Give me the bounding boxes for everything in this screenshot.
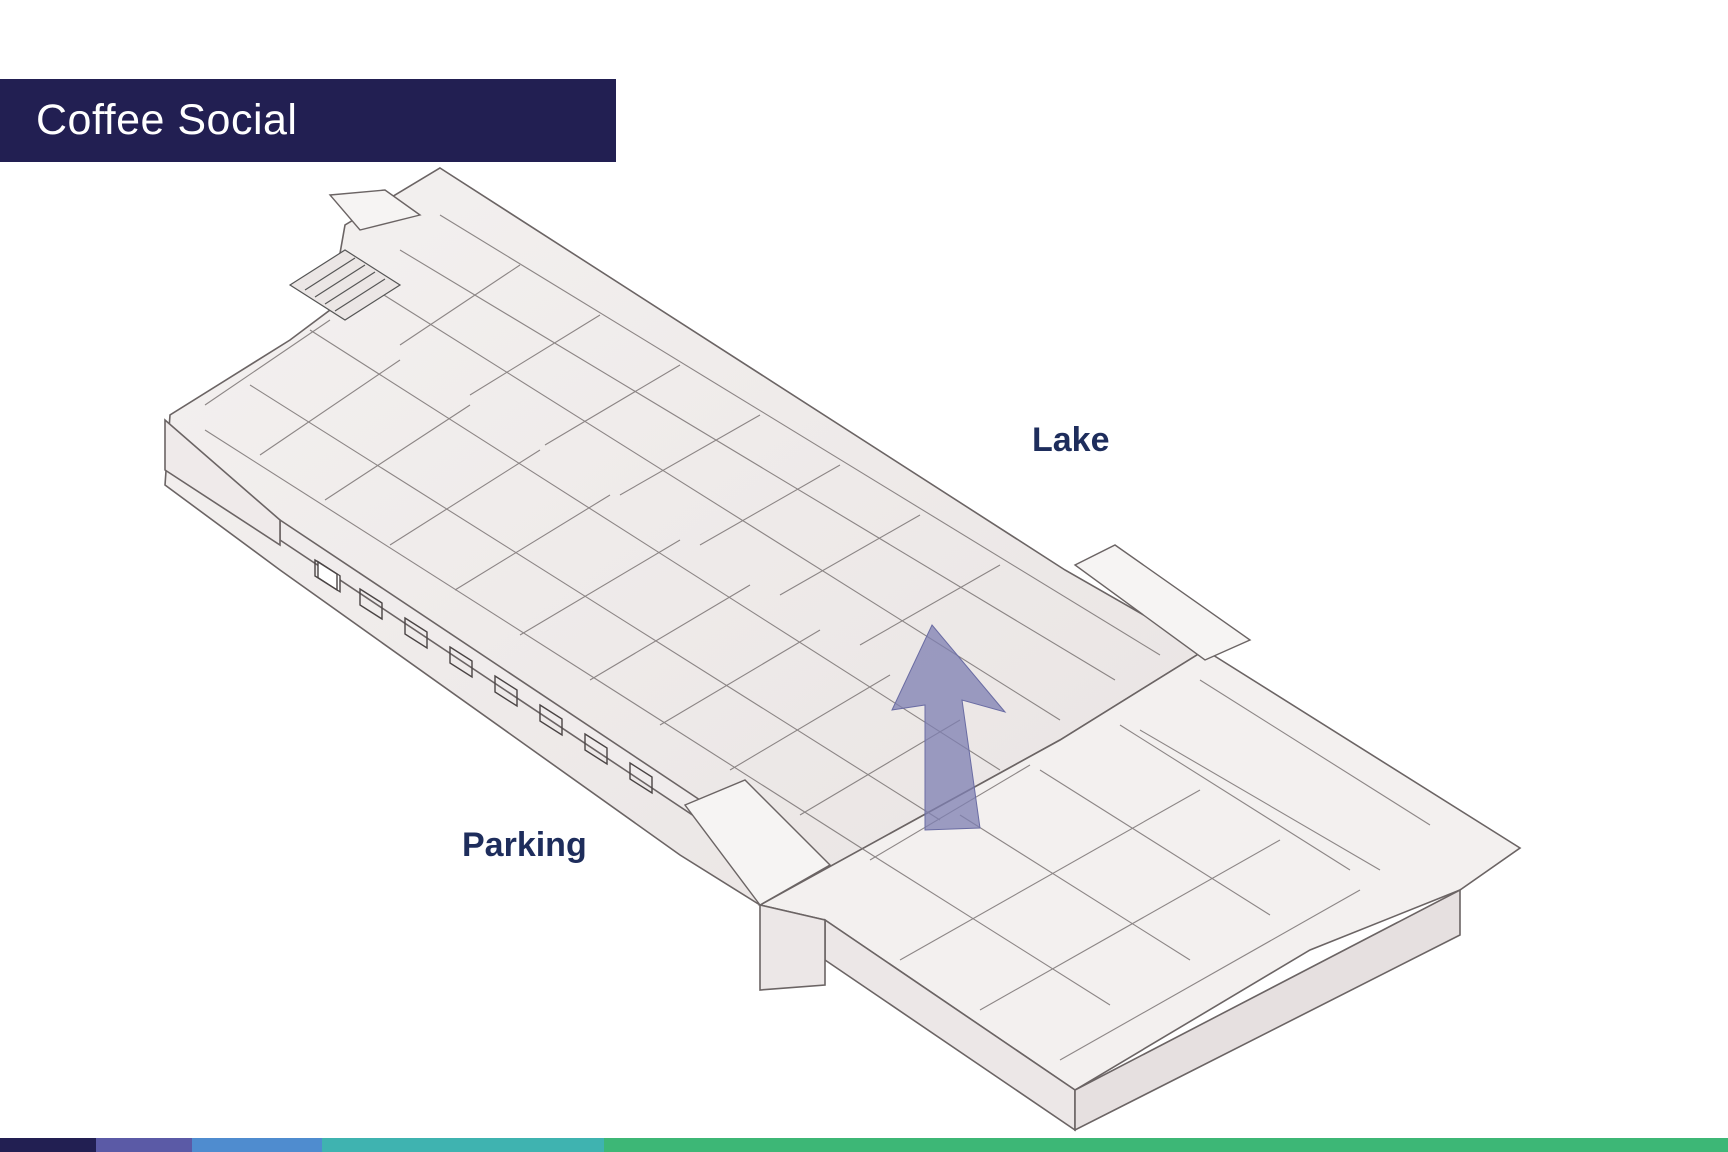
lake-label: Lake xyxy=(1032,421,1110,459)
east-partitions xyxy=(879,679,1431,1061)
entrance-ramps xyxy=(328,189,1252,906)
page-title: Coffee Social xyxy=(36,96,298,144)
footer-segment xyxy=(322,1138,604,1152)
direction-arrow-icon xyxy=(891,624,1007,831)
footer-segment xyxy=(604,1138,1728,1152)
parking-label: Parking xyxy=(462,826,587,864)
window-row xyxy=(314,558,653,795)
footer-segment xyxy=(192,1138,322,1152)
footer-segment xyxy=(96,1138,192,1152)
title-banner: Coffee Social xyxy=(0,79,616,162)
footer-segment xyxy=(0,1138,96,1152)
interior-partitions xyxy=(204,214,1161,861)
footer-color-bar xyxy=(0,1138,1728,1152)
stair-core xyxy=(288,249,402,321)
